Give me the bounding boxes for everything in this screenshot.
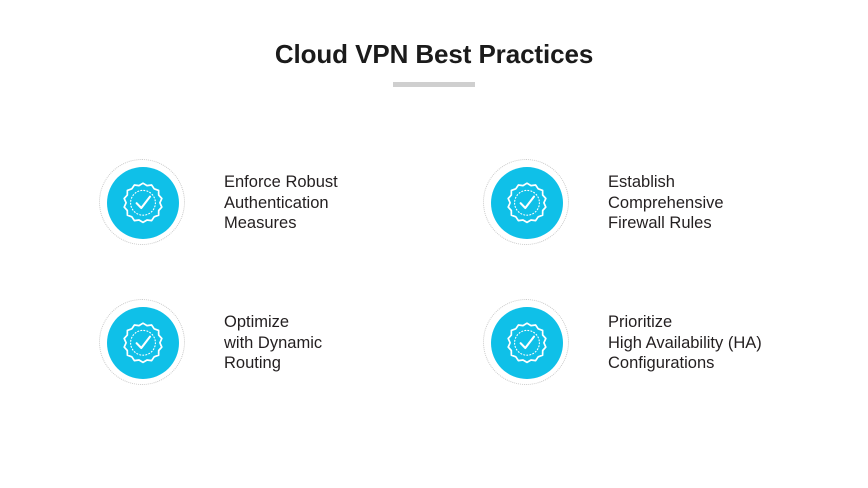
verified-badge-check-icon [107,307,179,379]
list-item[interactable]: Establish Comprehensive Firewall Rules [483,159,724,247]
item-icon-wrapper [483,299,571,387]
item-text-line: with Dynamic [224,333,323,352]
items-grid: Enforce Robust Authentication Measures E… [0,140,868,440]
item-text: Establish Comprehensive Firewall Rules [608,172,724,234]
dotted-ring-decoration [99,159,185,245]
page-title: Cloud VPN Best Practices [274,39,594,69]
verified-badge-check-icon [491,307,563,379]
verified-badge-check-icon [107,167,179,239]
item-text: Prioritize High Availability (HA) Config… [608,312,762,374]
list-item[interactable]: Prioritize High Availability (HA) Config… [483,299,762,387]
item-text-line: Comprehensive [608,193,724,212]
item-text-line: Enforce Robust [224,173,338,192]
item-text-line: Establish [608,173,675,192]
list-item[interactable]: Optimize with Dynamic Routing [99,299,322,387]
dotted-ring-decoration [99,299,185,385]
item-text-line: Configurations [608,354,715,373]
item-text-line: Firewall Rules [608,214,712,233]
item-text: Optimize with Dynamic Routing [224,312,322,374]
item-text-line: High Availability (HA) [608,333,762,352]
item-text-line: Authentication [224,193,329,212]
title-divider [393,82,475,87]
item-text-line: Optimize [224,313,290,332]
list-item[interactable]: Enforce Robust Authentication Measures [99,159,338,247]
item-icon-wrapper [99,159,187,247]
verified-badge-check-icon [491,167,563,239]
item-icon-wrapper [483,159,571,247]
item-text-line: Measures [224,214,297,233]
dotted-ring-decoration [483,159,569,245]
item-text: Enforce Robust Authentication Measures [224,172,338,234]
dotted-ring-decoration [483,299,569,385]
item-text-line: Routing [224,354,281,373]
item-icon-wrapper [99,299,187,387]
item-text-line: Prioritize [608,313,673,332]
title-block: Cloud VPN Best Practices [0,38,868,87]
